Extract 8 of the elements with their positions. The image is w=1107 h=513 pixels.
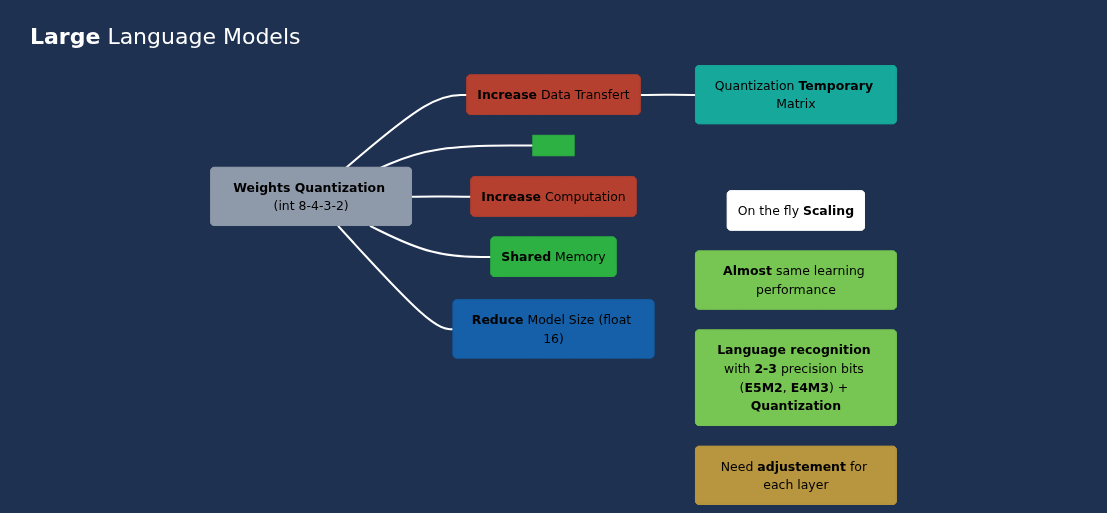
connector (380, 144, 533, 169)
node-box (532, 134, 575, 157)
connector (345, 93, 468, 169)
connector (411, 195, 472, 198)
diagram-title: Large Language Models (30, 24, 301, 49)
connector (640, 93, 696, 96)
connector (369, 224, 492, 259)
connector (337, 225, 454, 331)
